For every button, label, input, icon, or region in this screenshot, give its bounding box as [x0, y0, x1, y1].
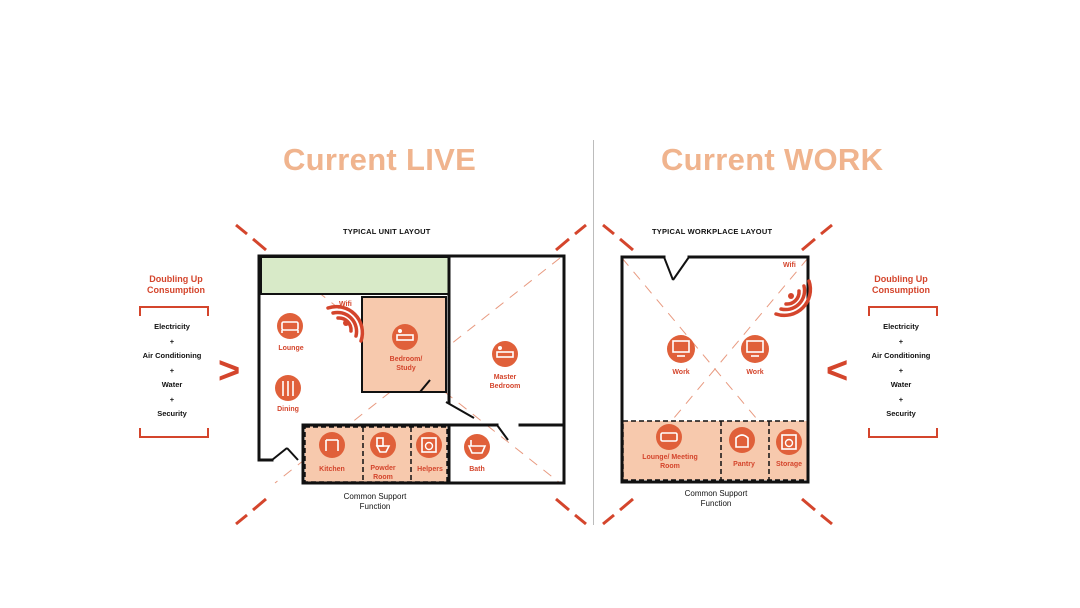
washing-machine-icon: [416, 432, 442, 458]
computer-icon: [741, 335, 769, 363]
list-item: +: [898, 394, 904, 404]
helpers-label: Helpers: [417, 466, 443, 473]
master-bedroom-label: Master Bedroom: [489, 374, 521, 390]
work-support-caption: Common Support Function: [684, 489, 748, 508]
lounge-meeting-label: Lounge/ Meeting Room: [642, 454, 698, 470]
bed-icon: [492, 341, 518, 367]
work-2-label: Work: [746, 369, 764, 376]
lounge-label: Lounge: [278, 345, 304, 352]
list-item: Air Conditioning: [142, 351, 202, 360]
list-item: Water: [161, 380, 183, 389]
computer-icon: [667, 335, 695, 363]
list-item: +: [169, 336, 175, 346]
live-title: Current LIVE: [283, 142, 477, 177]
list-item: +: [169, 365, 175, 375]
wifi-icon: [774, 279, 813, 318]
washing-machine-icon: [776, 429, 802, 455]
list-item: Security: [886, 409, 916, 418]
toilet-icon: [370, 432, 396, 458]
left-consumption-list: Electricity + Air Conditioning + Water +…: [133, 320, 211, 422]
work-wifi-label: Wifi: [783, 262, 796, 269]
bath-label: Bath: [469, 466, 485, 473]
left-consumption-heading: Doubling Up Consumption: [147, 274, 205, 295]
list-item: Air Conditioning: [871, 351, 931, 360]
live-layout-caption: TYPICAL UNIT LAYOUT: [343, 227, 431, 236]
list-item: +: [898, 336, 904, 346]
list-item: Water: [890, 380, 912, 389]
list-item: Security: [157, 409, 187, 418]
pantry-label: Pantry: [733, 461, 755, 468]
cutlery-icon: [275, 375, 301, 401]
live-support-caption: Common Support Function: [343, 492, 407, 511]
left-bracket-bottom: [139, 428, 209, 438]
bathtub-icon: [464, 434, 490, 460]
list-item: +: [898, 365, 904, 375]
sofa-icon: [656, 424, 682, 450]
dining-label: Dining: [277, 406, 299, 413]
kettle-icon: [729, 427, 755, 453]
bed-icon: [392, 324, 418, 350]
list-item: Electricity: [883, 322, 919, 331]
list-item: +: [169, 394, 175, 404]
sofa-icon: [277, 313, 303, 339]
wifi-icon: [326, 304, 365, 343]
right-consumption-heading: Doubling Up Consumption: [872, 274, 930, 295]
right-bracket-bottom: [868, 428, 938, 438]
left-arrow-glyph: >: [218, 350, 241, 392]
storage-label: Storage: [775, 461, 803, 468]
right-arrow-glyph: <: [826, 350, 849, 392]
powder-room-label: Powder Room: [370, 465, 396, 481]
right-consumption-list: Electricity + Air Conditioning + Water +…: [862, 320, 940, 422]
right-bracket-top: [868, 306, 938, 316]
center-divider: [593, 140, 594, 525]
work-1-label: Work: [672, 369, 690, 376]
work-title: Current WORK: [661, 142, 884, 177]
live-wifi-label: Wifi: [339, 301, 352, 308]
bedroom-study-label: Bedroom/ Study: [389, 356, 423, 372]
list-item: Electricity: [154, 322, 190, 331]
left-bracket-top: [139, 306, 209, 316]
work-layout-caption: TYPICAL WORKPLACE LAYOUT: [652, 227, 773, 236]
kitchen-label: Kitchen: [319, 466, 345, 473]
stove-icon: [319, 432, 345, 458]
